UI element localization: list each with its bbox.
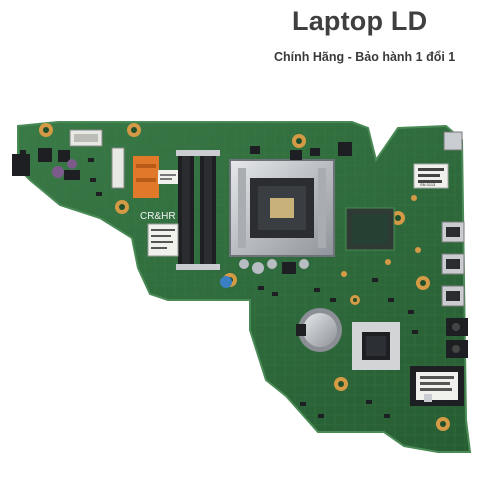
- serial-label-text: SN 0113: [420, 182, 436, 187]
- top-connector-2: [111, 147, 125, 189]
- cpu-socket: [229, 159, 335, 257]
- brand-title: Laptop LD: [292, 6, 428, 36]
- right-side-ports: [441, 131, 468, 358]
- orange-tape: [133, 156, 159, 198]
- spec-label-small: [158, 170, 178, 184]
- cmos-battery: [296, 308, 342, 352]
- silkscreen-text: CR&HR: [140, 211, 176, 222]
- mounting-holes: [39, 123, 450, 431]
- brand-subtitle: Chính Hãng - Bảo hành 1 đổi 1: [274, 50, 456, 64]
- blue-capacitor: [220, 276, 232, 288]
- board-spec-label: [147, 223, 179, 257]
- pch-chip: [352, 322, 400, 370]
- ram-slots: [176, 150, 220, 270]
- small-components: [88, 158, 421, 418]
- power-jack: [12, 154, 30, 176]
